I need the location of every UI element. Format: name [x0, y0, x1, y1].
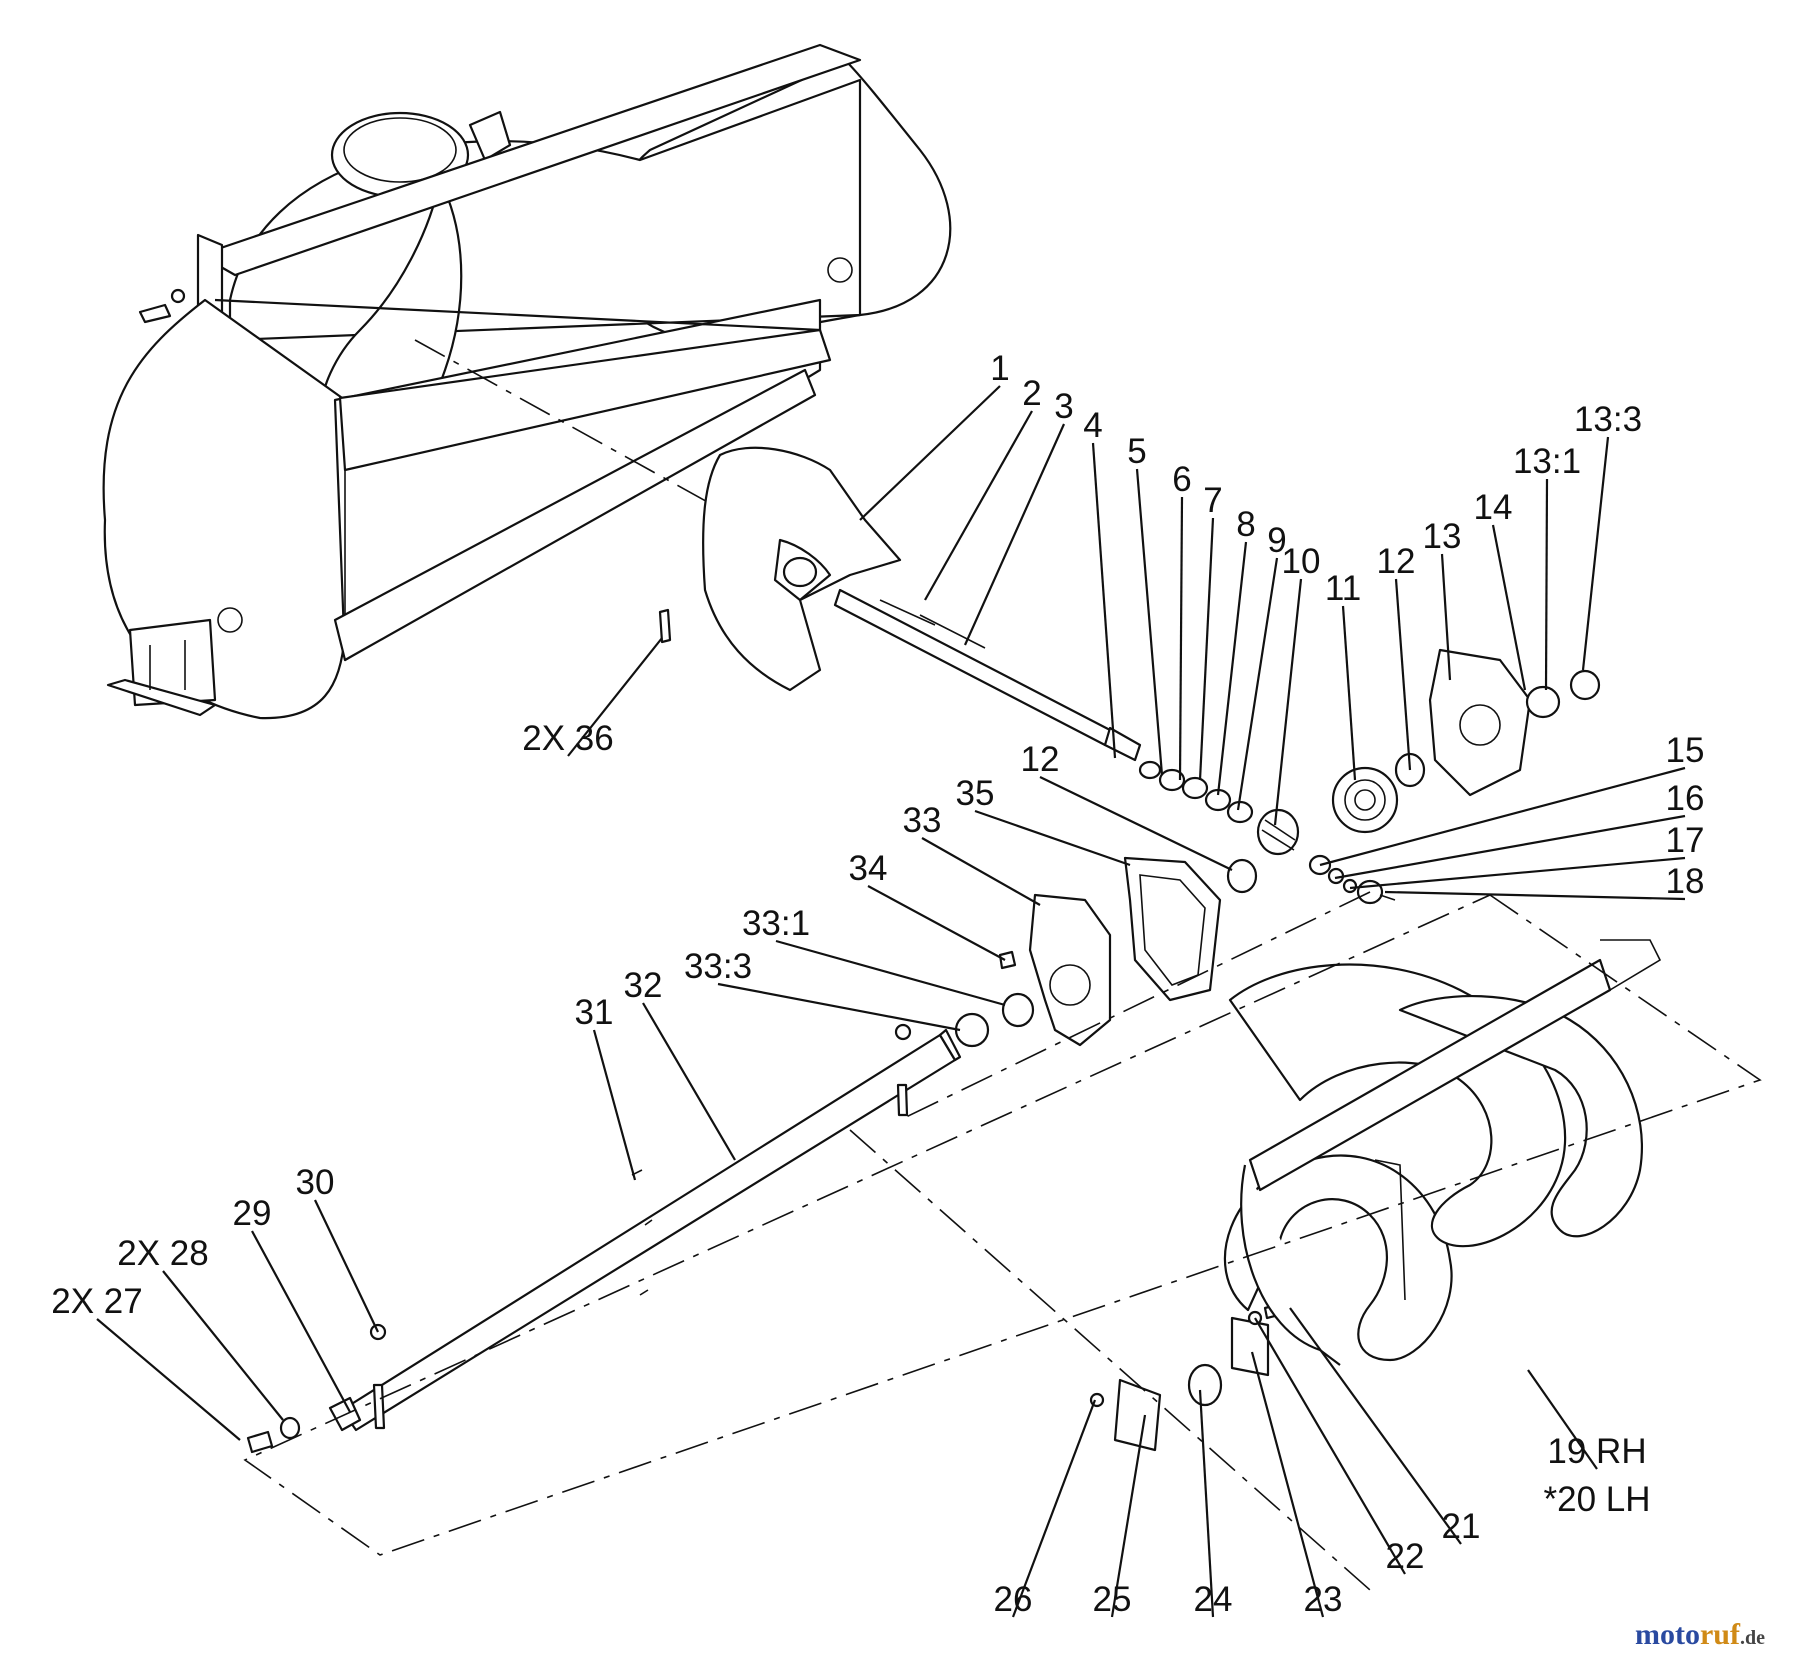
- auger-shaft: [246, 1023, 962, 1454]
- callout-label-13:3: 13:3: [1574, 400, 1642, 439]
- callout-label-13:1: 13:1: [1513, 442, 1581, 481]
- callout-label-18: 18: [1666, 862, 1705, 901]
- leader-line-22: [1254, 1317, 1406, 1575]
- pin-36: [658, 608, 672, 644]
- callout-label-11: 11: [1325, 569, 1361, 608]
- flange-center-line: [849, 1129, 1371, 1591]
- callout-label-33:1: 33:1: [742, 904, 810, 943]
- callout-label-32: 32: [624, 966, 663, 1005]
- callout-label-34: 34: [849, 849, 888, 888]
- leader-line-2x36: [567, 637, 663, 757]
- bearing-flange-parts: [1089, 1300, 1292, 1452]
- callout-label-20lh: *20 LH: [1543, 1480, 1650, 1519]
- leader-line-17: [1349, 856, 1686, 890]
- watermark-part-3: .de: [1740, 1627, 1765, 1649]
- callout-label-14: 14: [1474, 488, 1513, 527]
- callout-label-7: 7: [1203, 481, 1222, 520]
- leader-line-10: [1273, 578, 1303, 826]
- leader-line-31: [592, 1029, 637, 1181]
- watermark-part-2: ruf: [1700, 1618, 1741, 1651]
- leader-line-12a: [1394, 578, 1412, 771]
- leader-line-21: [1289, 1307, 1462, 1545]
- callout-label-5: 5: [1127, 432, 1146, 471]
- callout-label-2x27: 2X 27: [51, 1282, 142, 1321]
- callout-label-2: 2: [1022, 374, 1041, 413]
- callout-label-6: 6: [1172, 460, 1191, 499]
- callout-label-2x28: 2X 28: [117, 1234, 208, 1273]
- leader-line-25: [1110, 1414, 1147, 1618]
- impeller: [702, 446, 902, 692]
- auger-housing: [102, 43, 952, 720]
- callout-label-8: 8: [1236, 505, 1255, 544]
- leader-line-8: [1216, 541, 1248, 796]
- impeller-shaft: [833, 588, 1142, 762]
- leader-line-2x27: [96, 1318, 241, 1441]
- watermark: motoruf.de: [1635, 1618, 1765, 1651]
- leader-line-32: [642, 1002, 736, 1161]
- callout-label-29: 29: [233, 1194, 272, 1233]
- leader-line-34: [867, 885, 1006, 961]
- leader-line-19rh: [1527, 1369, 1598, 1470]
- leader-line-3: [963, 423, 1066, 646]
- callout-label-21: 21: [1442, 1507, 1481, 1546]
- leader-line-33: [921, 837, 1041, 906]
- leader-line-6: [1178, 496, 1184, 781]
- leader-line-4: [1091, 442, 1117, 759]
- auger-spiral: [1223, 939, 1662, 1366]
- callout-label-17: 17: [1666, 821, 1705, 860]
- watermark-part-1: moto: [1635, 1618, 1700, 1651]
- leader-line-29: [251, 1230, 351, 1413]
- leader-line-2x28: [162, 1270, 284, 1421]
- gearbox-upper-parts: [899, 648, 1601, 1121]
- leader-line-35: [974, 809, 1131, 867]
- callout-label-1: 1: [990, 349, 1009, 388]
- leader-line-11: [1341, 605, 1357, 781]
- callout-label-4: 4: [1083, 406, 1102, 445]
- callout-label-22: 22: [1386, 1537, 1425, 1576]
- leader-line-2: [924, 410, 1033, 601]
- leader-line-24: [1198, 1389, 1215, 1618]
- callout-label-3: 3: [1054, 387, 1073, 426]
- leader-line-26: [1011, 1399, 1097, 1618]
- lower-frame-line: [243, 894, 1762, 1556]
- leader-line-18: [1384, 890, 1686, 901]
- leader-line-13: [1440, 553, 1452, 681]
- callout-label-15: 15: [1666, 731, 1705, 770]
- callout-label-30: 30: [296, 1163, 335, 1202]
- leader-line-9: [1236, 557, 1279, 811]
- callout-label-31: 31: [575, 993, 614, 1032]
- leader-line-13:1: [1544, 478, 1549, 691]
- callout-label-23: 23: [1304, 1580, 1343, 1619]
- callout-label-16: 16: [1666, 779, 1705, 818]
- leader-line-1: [859, 385, 1001, 521]
- callout-label-26: 26: [994, 1580, 1033, 1619]
- callout-label-25: 25: [1093, 1580, 1132, 1619]
- leader-line-30: [314, 1199, 379, 1333]
- callout-label-10: 10: [1282, 542, 1321, 581]
- leader-line-7: [1198, 517, 1215, 781]
- callout-label-9: 9: [1267, 521, 1286, 560]
- leader-line-33:3: [717, 982, 961, 1032]
- callout-label-19rh: 19 RH: [1547, 1432, 1646, 1471]
- leader-line-13:3: [1581, 436, 1610, 671]
- callout-label-24: 24: [1194, 1580, 1233, 1619]
- leader-line-15: [1319, 766, 1686, 867]
- leader-line-12b: [1039, 776, 1233, 871]
- leader-line-5: [1135, 468, 1164, 776]
- callout-label-12a: 12: [1377, 542, 1416, 581]
- callout-label-13: 13: [1423, 517, 1462, 556]
- callout-label-35: 35: [956, 774, 995, 813]
- callout-label-33:3: 33:3: [684, 947, 752, 986]
- callout-label-12b: 12: [1021, 740, 1060, 779]
- callout-label-2x36: 2X 36: [522, 719, 613, 758]
- callout-label-33: 33: [903, 801, 942, 840]
- leader-line-16: [1334, 814, 1686, 880]
- leader-line-33:1: [775, 939, 1006, 1007]
- leader-line-14: [1491, 524, 1527, 691]
- leader-line-23: [1250, 1351, 1325, 1618]
